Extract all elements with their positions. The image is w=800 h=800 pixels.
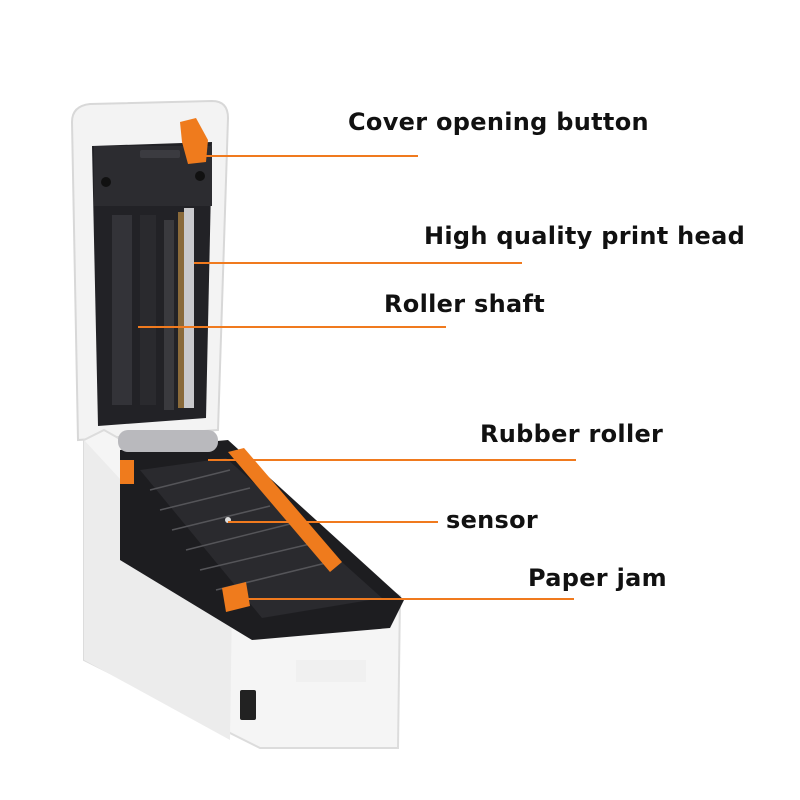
label-sensor: sensor bbox=[446, 506, 539, 534]
label-rubber-roller: Rubber roller bbox=[480, 420, 664, 448]
leader-roller-shaft bbox=[138, 326, 446, 328]
rubber-roller-icon bbox=[118, 430, 218, 452]
label-cover-opening-button: Cover opening button bbox=[348, 108, 649, 136]
cover-button-icon bbox=[180, 118, 208, 164]
leader-sensor bbox=[228, 521, 438, 523]
leader-print-head bbox=[194, 262, 522, 264]
label-roller-shaft: Roller shaft bbox=[384, 290, 545, 318]
leader-paper-jam bbox=[244, 598, 574, 600]
leader-rubber-roller bbox=[208, 459, 576, 461]
orange-guide-rail bbox=[228, 448, 342, 572]
paper-jam-icon bbox=[222, 582, 250, 612]
label-print-head: High quality print head bbox=[424, 222, 746, 250]
print-head-bar bbox=[184, 208, 194, 408]
leader-cover-button bbox=[202, 155, 418, 157]
power-switch bbox=[240, 690, 256, 720]
label-paper-jam: Paper jam bbox=[528, 564, 667, 592]
